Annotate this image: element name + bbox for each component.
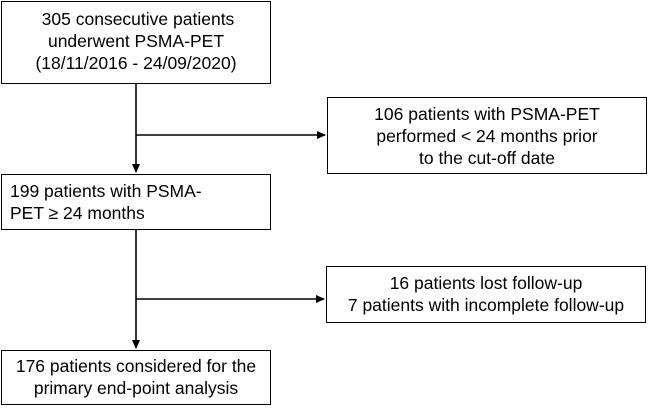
start-box-line: 305 consecutive patients bbox=[41, 9, 235, 29]
start-box-line: (18/11/2016 - 24/09/2020) bbox=[35, 53, 237, 73]
final-box: 176 patients considered for the primary … bbox=[1, 350, 271, 405]
final-box-line: 176 patients considered for the bbox=[15, 356, 257, 376]
exclusion-1-line: 106 patients with PSMA-PET bbox=[374, 104, 600, 124]
exclusion-1-line: performed < 24 months prior bbox=[376, 126, 598, 146]
start-box: 305 consecutive patients underwent PSMA-… bbox=[1, 1, 271, 84]
exclusion-1-line: to the cut-off date bbox=[419, 148, 555, 168]
exclusion-box-1: 106 patients with PSMA-PET performed < 2… bbox=[327, 97, 647, 174]
middle-box: 199 patients with PSMA- PET ≥ 24 months bbox=[1, 174, 271, 230]
exclusion-2-line: 7 patients with incomplete follow-up bbox=[347, 295, 625, 315]
start-box-line: underwent PSMA-PET bbox=[47, 31, 225, 51]
final-box-line: primary end-point analysis bbox=[33, 378, 239, 398]
middle-box-line: 199 patients with PSMA- bbox=[10, 181, 202, 201]
middle-box-line: PET ≥ 24 months bbox=[10, 203, 145, 223]
exclusion-box-2: 16 patients lost follow-up 7 patients wi… bbox=[326, 266, 646, 323]
exclusion-2-line: 16 patients lost follow-up bbox=[389, 273, 583, 293]
